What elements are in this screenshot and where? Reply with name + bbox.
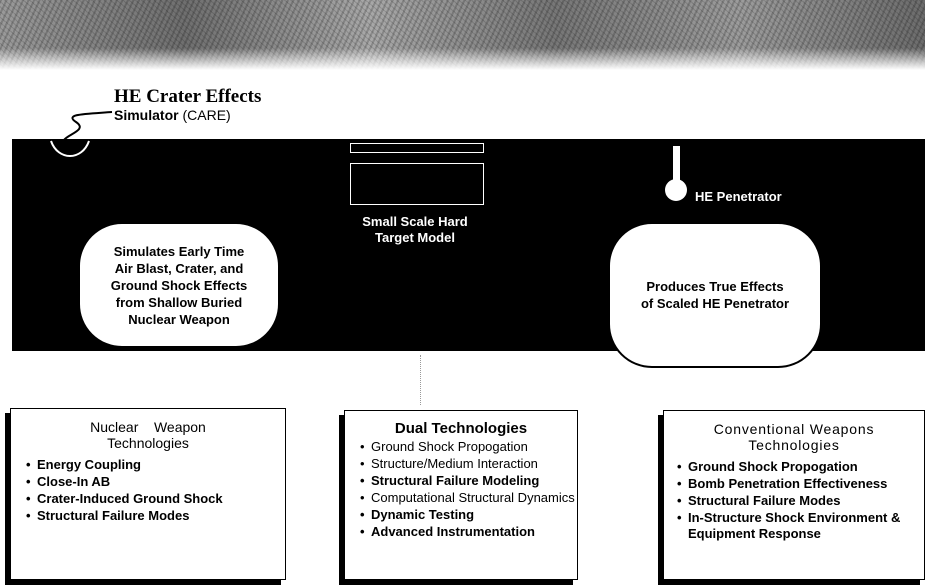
textured-banner — [0, 0, 925, 70]
care-subtitle: Simulator (CARE) — [114, 107, 231, 123]
care-title: HE Crater Effects — [114, 86, 262, 107]
penetrator-stem — [673, 146, 680, 180]
penetrator-label: HE Penetrator — [695, 189, 782, 204]
care-subtitle-bold: Simulator — [114, 107, 179, 123]
care-leader-line — [63, 111, 113, 141]
list-item: In-Structure Shock Environment & Equipme… — [672, 510, 924, 542]
list-item: Energy Coupling — [21, 457, 285, 473]
list-item: Crater-Induced Ground Shock — [21, 491, 285, 507]
penetrator-warhead-icon — [665, 179, 687, 201]
list-item: Bomb Penetration Effectiveness — [672, 476, 924, 492]
box-title-line: Conventional Weapons — [713, 421, 875, 437]
list-item: Structural Failure Modeling — [355, 473, 577, 489]
target-model-label-line: Small Scale Hard — [362, 214, 468, 229]
box-title: Dual Technologies — [345, 411, 577, 437]
box-title-line: Technologies — [748, 437, 840, 453]
list-item: Dynamic Testing — [355, 507, 577, 523]
target-slot-top — [350, 143, 484, 153]
box-title: Nuclear Weapon Technologies — [11, 409, 285, 451]
dual-technologies-box: Dual Technologies Ground Shock Propogati… — [344, 410, 578, 580]
nuclear-technologies-box: Nuclear Weapon Technologies Energy Coupl… — [10, 408, 286, 580]
cloud-line: Simulates Early Time — [113, 243, 245, 259]
cloud-line: of Scaled HE Penetrator — [640, 296, 790, 311]
target-model-label-line: Target Model — [375, 230, 455, 245]
list-item: Structural Failure Modes — [672, 493, 924, 509]
box-title: Conventional Weapons Technologies — [664, 411, 924, 453]
bullet-list: Ground Shock Propogation Bomb Penetratio… — [664, 459, 924, 542]
target-model-box — [350, 163, 484, 205]
list-item: Structure/Medium Interaction — [355, 456, 577, 472]
list-item: Ground Shock Propogation — [672, 459, 924, 475]
conventional-technologies-box: Conventional Weapons Technologies Ground… — [663, 410, 925, 580]
target-model-label: Small Scale Hard Target Model — [320, 214, 510, 246]
cloud-right-callout: Produces True Effects of Scaled HE Penet… — [608, 222, 822, 368]
divider-line — [420, 355, 422, 405]
care-charge-arc — [50, 140, 90, 157]
cloud-left-callout: Simulates Early Time Air Blast, Crater, … — [78, 222, 280, 348]
list-item: Structural Failure Modes — [21, 508, 285, 524]
box-title-line: Nuclear Weapon — [90, 419, 206, 435]
box-title-line: Dual Technologies — [394, 420, 528, 437]
cloud-line: Produces True Effects — [646, 279, 784, 294]
bullet-list: Ground Shock Propogation Structure/Mediu… — [345, 439, 577, 540]
list-item: Advanced Instrumentation — [355, 524, 577, 540]
cloud-line: Air Blast, Crater, and — [114, 260, 244, 276]
list-item: Computational Structural Dynamics — [355, 490, 577, 506]
care-subtitle-rest: (CARE) — [178, 107, 231, 123]
cloud-line: Nuclear Weapon — [128, 311, 230, 327]
list-item: Ground Shock Propogation — [355, 439, 577, 455]
bullet-list: Energy Coupling Close-In AB Crater-Induc… — [11, 457, 285, 524]
cloud-line: from Shallow Buried — [115, 294, 243, 310]
cloud-line: Ground Shock Effects — [110, 277, 248, 293]
box-title-line: Technologies — [107, 435, 189, 451]
list-item: Close-In AB — [21, 474, 285, 490]
